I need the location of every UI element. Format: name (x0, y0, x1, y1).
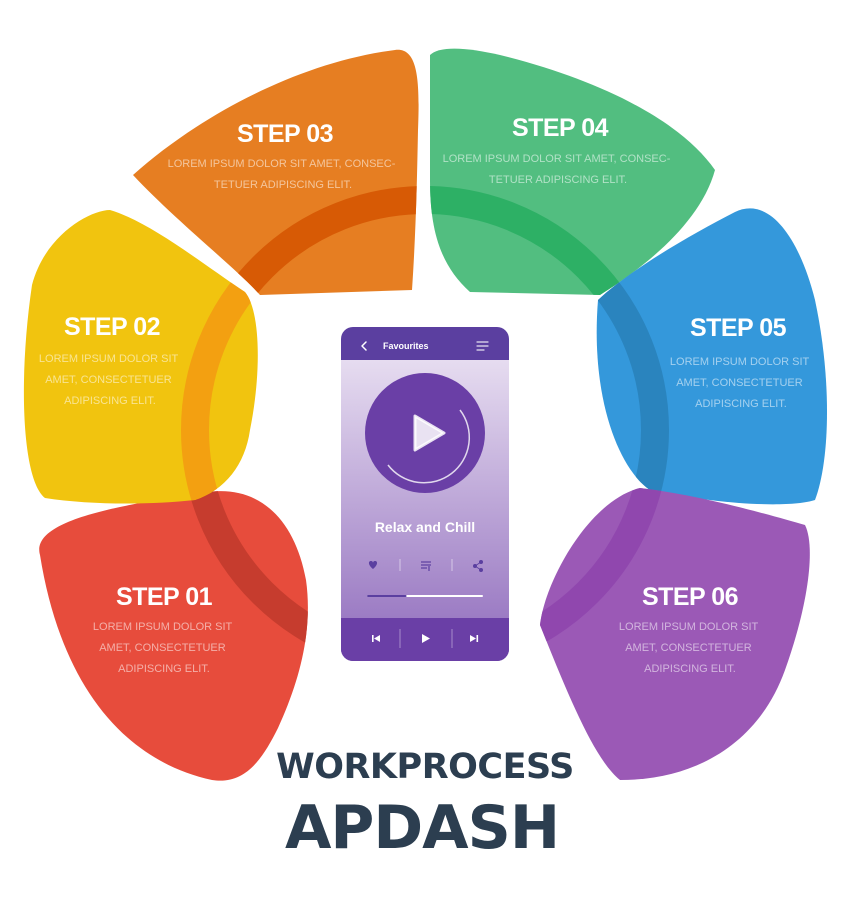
play-button[interactable] (422, 634, 430, 643)
step-04-shape (430, 48, 715, 296)
step-01-title: STEP 01 (116, 583, 213, 611)
playlist-icon[interactable] (421, 561, 431, 571)
step-03-shape (133, 49, 419, 296)
step-03-title: STEP 03 (237, 120, 333, 148)
step-02: STEP 02 LOREM IPSUM DOLOR SIT AMET, CONS… (23, 210, 258, 504)
step-02-inner-band (181, 210, 258, 504)
step-05: STEP 05 LOREM IPSUM DOLOR SIT AMET, CONS… (596, 208, 828, 505)
step-03-description: LOREM IPSUM DOLOR SIT AMET, CONSEC- TETU… (168, 158, 399, 191)
play-icon[interactable] (413, 414, 446, 452)
back-icon[interactable] (361, 341, 367, 351)
next-icon[interactable] (470, 635, 479, 642)
track-title: Relax and Chill (375, 519, 475, 535)
step-04-description: LOREM IPSUM DOLOR SIT AMET, CONSEC- TETU… (443, 153, 674, 186)
previous-icon[interactable] (372, 635, 380, 642)
footer-subtitle: WORKPROCESS (276, 747, 574, 787)
progress-ring (387, 409, 470, 484)
footer-title: APDASH (285, 793, 559, 863)
step-01-description: LOREM IPSUM DOLOR SIT AMET, CONSECTETUER… (93, 621, 235, 675)
step-06-title: STEP 06 (642, 583, 738, 611)
step-05-description: LOREM IPSUM DOLOR SIT AMET, CONSECTETUER… (670, 356, 812, 410)
step-01-shape (39, 491, 308, 781)
heart-icon[interactable] (368, 561, 378, 569)
step-05-title: STEP 05 (690, 314, 787, 342)
phone-mockup: Favourites Relax and Chill (341, 327, 509, 661)
step-04: STEP 04 LOREM IPSUM DOLOR SIT AMET, CONS… (430, 48, 715, 296)
step-02-title: STEP 02 (64, 313, 160, 341)
step-06: STEP 06 LOREM IPSUM DOLOR SIT AMET, CONS… (540, 488, 810, 780)
share-icon[interactable] (472, 560, 483, 573)
step-04-title: STEP 04 (512, 114, 609, 142)
step-03: STEP 03 LOREM IPSUM DOLOR SIT AMET, CONS… (133, 49, 419, 296)
step-01: STEP 01 LOREM IPSUM DOLOR SIT AMET, CONS… (39, 491, 308, 781)
step-05-inner-band (596, 208, 669, 505)
menu-icon[interactable] (476, 341, 489, 351)
step-06-shape (540, 488, 810, 780)
phone-header-title: Favourites (383, 341, 429, 351)
step-02-description: LOREM IPSUM DOLOR SIT AMET, CONSECTETUER… (39, 353, 181, 407)
step-06-description: LOREM IPSUM DOLOR SIT AMET, CONSECTETUER… (619, 621, 761, 675)
